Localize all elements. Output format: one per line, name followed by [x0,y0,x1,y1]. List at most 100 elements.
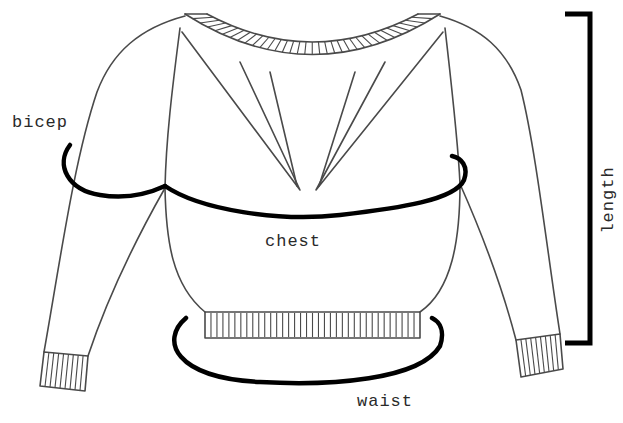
cuff-rib [80,356,83,391]
collar-rib [200,20,219,23]
waistband-rib [372,313,373,337]
waistband-rib [306,313,307,337]
collar-rib [207,23,225,27]
waistband-rib [342,313,343,337]
waist-label: waist [357,392,413,412]
collar-rib [222,28,238,34]
waistband-rib [276,313,277,337]
waistband-rib [390,313,391,337]
body-left [165,188,205,312]
cuff-rib [50,353,54,387]
collar-rib [393,26,410,31]
rib-lines [45,17,558,390]
waistband [205,312,420,338]
left-sleeve-outer [44,16,185,352]
waistband-rib [294,313,295,337]
waistband-rib [240,313,241,337]
collar-rib [237,32,250,40]
collar-rib [350,39,358,50]
collar-rib [245,34,257,43]
waistband-rib [402,313,403,337]
bicep-line [64,145,165,197]
waistband-rib [282,313,283,337]
length-bracket [565,14,590,343]
bicep-label: bicep [12,113,68,133]
waistband-rib [222,313,223,337]
collar-rib [406,20,425,23]
right-panel [316,32,443,190]
waistband-rib [366,313,367,337]
waistband-rib [216,313,217,337]
waistband-rib [396,313,397,337]
left-cuff [40,352,88,391]
waistband-rib [348,313,349,337]
collar-rib [312,42,313,55]
collar-ends [185,13,440,15]
right-cuff [516,334,563,377]
collar-rib [290,41,294,53]
waistband-rib [264,313,265,337]
collar-rib [192,17,213,18]
cuff-rib [55,353,59,387]
chest-line [165,156,466,217]
collar-rib [343,40,349,51]
waistband-rib [354,313,355,337]
waistband-rib [258,313,259,337]
left-sleeve-inner [88,188,165,356]
waistband-rib [378,313,379,337]
length-label: length [599,166,619,233]
center-panel [270,72,355,186]
waistband-rib [318,313,319,337]
cuff-rib [75,355,78,390]
waistband-rib [252,313,253,337]
collar-rib [387,28,403,34]
cuff-rib [526,339,531,376]
cuff-rib [521,339,526,376]
collar-rib [305,42,306,54]
collar-rib [399,23,417,27]
collar-rib [215,26,232,31]
collar-outer [185,14,440,55]
waistband-rib [228,313,229,337]
cuff-rib [550,335,553,370]
cuff-rib [65,354,68,389]
waistband-rib [330,313,331,337]
collar-rib [331,41,335,53]
collar-inner [207,14,418,42]
waistband-rib [246,313,247,337]
cuff-rib [555,335,558,370]
raglan-seam-left [165,28,180,188]
collar-rib [325,42,328,54]
collar-rib [374,32,387,40]
collar-rib [368,34,380,43]
waistband-rib [408,313,409,337]
cuff-rib [536,337,540,373]
cuff-rib [45,352,49,386]
collar-rib [412,17,433,18]
waistband-rib [413,313,414,337]
waistband-rib [312,313,313,337]
collar-rib [381,30,395,37]
right-sleeve-inner [460,184,516,340]
collar-rib [318,42,319,54]
collar-rib [337,40,342,52]
waistband-rib [270,313,271,337]
measure-lines [64,14,590,383]
waistband-rib [210,313,211,337]
cuff-rib [60,354,64,388]
collar-rib [267,39,275,50]
right-sleeve-outer [440,16,560,334]
collar-rib [275,40,281,51]
waistband-rib [300,313,301,337]
collar-rib [356,37,365,47]
waistband-rib [384,313,385,337]
waistband-rib [288,313,289,337]
collar-rib [252,36,262,46]
collar-rib [362,36,372,46]
waistband-rib [360,313,361,337]
collar-rib [297,42,300,54]
collar-rib [282,40,287,52]
chest-label: chest [265,232,321,252]
collar-rib [260,37,269,47]
